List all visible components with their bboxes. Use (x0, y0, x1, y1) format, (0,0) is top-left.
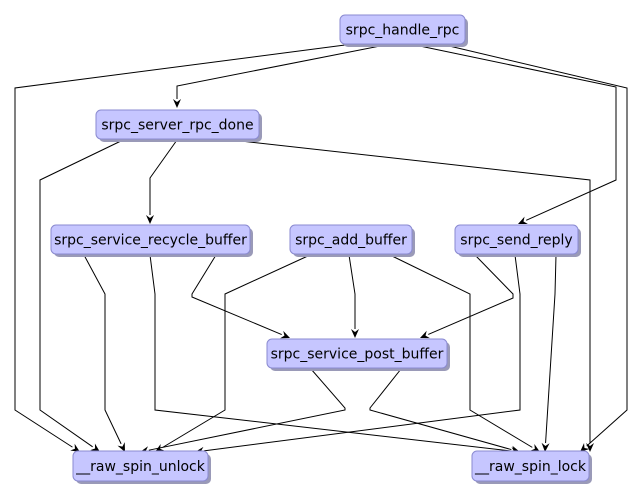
node-srpc-service-recycle-buffer[interactable]: srpc_service_recycle_buffer (50, 224, 253, 257)
node-box[interactable] (72, 450, 209, 482)
edge-line (176, 44, 386, 99)
node-srpc-send-reply[interactable]: srpc_send_reply (454, 224, 581, 257)
arrowhead-icon (518, 216, 528, 224)
arrowhead-icon (351, 329, 359, 338)
edge-line (83, 254, 122, 445)
node-label: srpc_server_rpc_done (101, 118, 253, 134)
edge-srpc-handle-rpc-to-raw-spin-unlock (14, 44, 346, 452)
edge-line (14, 44, 346, 448)
edge-srpc-service-recycle-buffer-to-raw-spin-unlock (83, 254, 125, 452)
node-srpc-add-buffer[interactable]: srpc_add_buffer (289, 224, 415, 257)
node-label: srpc_service_recycle_buffer (54, 233, 247, 249)
arrowhead-icon (280, 330, 290, 339)
arrowhead-icon (586, 443, 594, 452)
node-label: srpc_service_post_buffer (271, 347, 444, 363)
edge-srpc-handle-rpc-to-raw-spin-lock (444, 44, 628, 452)
edge-line (428, 254, 514, 335)
node-box[interactable] (454, 224, 579, 255)
node-label: srpc_send_reply (460, 233, 572, 249)
edge-line (191, 254, 282, 335)
node-box[interactable] (50, 224, 251, 255)
node-box[interactable] (339, 14, 466, 45)
edge-line (348, 254, 356, 329)
edge-line (149, 254, 512, 452)
node-label: __raw_spin_unlock (75, 459, 206, 475)
node-box[interactable] (471, 450, 590, 482)
edge-srpc-add-buffer-to-srpc-service-post-buffer (348, 254, 359, 338)
edge-srpc-server-rpc-done-to-raw-spin-lock (231, 139, 594, 452)
edge-srpc-server-rpc-done-to-raw-spin-unlock (39, 139, 124, 452)
node-raw-spin-unlock[interactable]: __raw_spin_unlock (72, 450, 211, 484)
edge-line (231, 139, 591, 443)
arrowhead-icon (420, 330, 430, 339)
edge-line (149, 139, 178, 215)
arrowhead-icon (530, 443, 540, 452)
edge-srpc-add-buffer-to-raw-spin-lock (389, 254, 540, 452)
arrowhead-icon (580, 443, 590, 452)
node-label: __raw_spin_lock (474, 459, 587, 475)
edge-srpc-send-reply-to-raw-spin-lock (541, 254, 557, 452)
edge-line (162, 254, 311, 448)
edge-line (389, 254, 533, 448)
node-box[interactable] (95, 109, 260, 140)
edge-line (369, 368, 512, 451)
node-box[interactable] (289, 224, 413, 255)
node-srpc-service-post-buffer[interactable]: srpc_service_post_buffer (266, 338, 450, 371)
edge-line (203, 254, 521, 452)
arrowhead-icon (146, 215, 154, 224)
edge-srpc-service-post-buffer-to-raw-spin-lock (369, 368, 520, 454)
arrowhead-icon (173, 99, 181, 108)
node-label: srpc_add_buffer (295, 233, 407, 249)
edge-line (148, 368, 346, 451)
edge-srpc-send-reply-to-srpc-service-post-buffer (420, 254, 514, 339)
edge-line (444, 44, 628, 447)
arrowhead-icon (70, 443, 80, 452)
arrowhead-icon (541, 442, 550, 452)
arrowhead-icon (117, 442, 125, 452)
node-srpc-handle-rpc[interactable]: srpc_handle_rpc (339, 14, 468, 47)
edge-srpc-service-recycle-buffer-to-srpc-service-post-buffer (191, 254, 290, 339)
edge-srpc-handle-rpc-to-srpc-send-reply (414, 44, 617, 224)
edge-srpc-server-rpc-done-to-srpc-service-recycle-buffer (146, 139, 178, 224)
edge-line (414, 44, 617, 221)
node-label: srpc_handle_rpc (346, 23, 460, 39)
node-raw-spin-lock[interactable]: __raw_spin_lock (471, 450, 592, 484)
nodes-layer: srpc_handle_rpc srpc_server_rpc_done srpc_… (50, 14, 592, 484)
edges-layer (14, 44, 628, 455)
node-box[interactable] (266, 338, 448, 369)
node-srpc-server-rpc-done[interactable]: srpc_server_rpc_done (95, 109, 262, 142)
arrowhead-icon (90, 443, 100, 452)
edge-line (545, 254, 557, 444)
edge-line (39, 139, 124, 448)
edge-srpc-handle-rpc-to-srpc-server-rpc-done (173, 44, 386, 108)
